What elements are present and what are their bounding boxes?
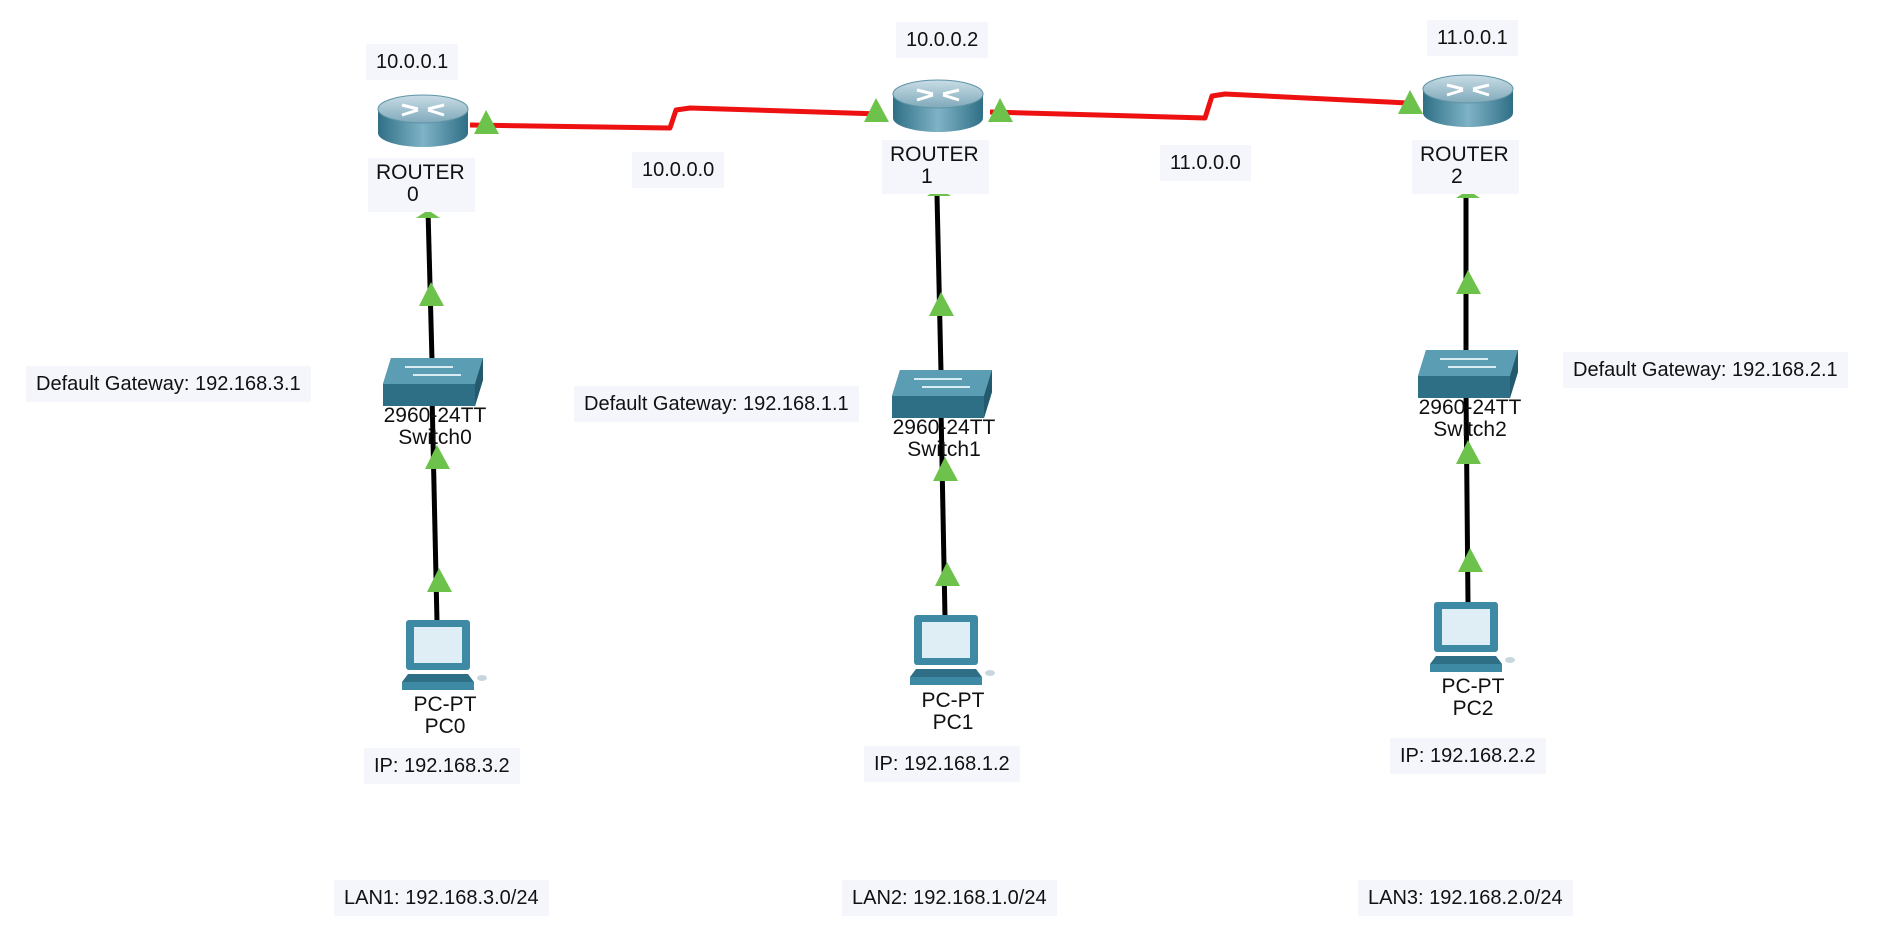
lan2-gateway-note: Default Gateway: 192.168.1.1: [574, 386, 859, 422]
router-1-icon[interactable]: [892, 79, 984, 132]
switch-2-name: Switch2: [1433, 418, 1507, 441]
router-1-label: ROUTER 1: [882, 140, 989, 194]
port-up-icon: [416, 210, 440, 218]
router-0-icon[interactable]: [377, 94, 469, 147]
router-2-address-note: 11.0.0.1: [1427, 20, 1518, 56]
router-0-model: ROUTER: [376, 161, 465, 184]
serial-link-router1-router2[interactable]: [989, 91, 1409, 121]
serial-network-0-note: 10.0.0.0: [632, 152, 725, 188]
serial-link-router0-router1[interactable]: [469, 105, 881, 131]
port-up-icon: [1456, 270, 1481, 294]
switch-1-label: 2960-24TT Switch1: [884, 417, 1004, 461]
port-up-icon: [425, 445, 450, 469]
pc-2-icon[interactable]: [1430, 602, 1515, 672]
pc-2-label: PC-PT PC2: [1428, 676, 1518, 720]
port-up-icon: [864, 98, 889, 122]
pc-0-model: PC-PT: [413, 693, 477, 716]
lan3-gateway-note: Default Gateway: 192.168.2.1: [1563, 352, 1848, 388]
router-2-name: 2: [1451, 165, 1463, 188]
router-1-model: ROUTER: [890, 143, 979, 166]
switch-0-label: 2960-24TT Switch0: [375, 405, 495, 449]
port-up-icon: [1456, 440, 1481, 464]
switch-2-icon[interactable]: [1418, 350, 1518, 398]
router-1-address-note: 10.0.0.2: [896, 22, 989, 58]
port-up-icon: [474, 110, 499, 134]
pc-2-ip-note: IP: 192.168.2.2: [1390, 738, 1546, 774]
lan1-note: LAN1: 192.168.3.0/24: [334, 880, 549, 916]
switch-0-model: 2960-24TT: [383, 404, 487, 427]
router-0-address-note: 10.0.0.1: [366, 44, 459, 80]
switch-1-name: Switch1: [907, 438, 981, 461]
router-1-name: 1: [921, 165, 933, 188]
lan3-note: LAN3: 192.168.2.0/24: [1358, 880, 1573, 916]
switch-2-model: 2960-24TT: [1418, 396, 1522, 419]
port-up-icon: [1398, 90, 1423, 114]
pc-1-icon[interactable]: [910, 615, 995, 685]
router-0-label: ROUTER 0: [368, 158, 475, 212]
pc-1-ip-note: IP: 192.168.1.2: [864, 746, 1020, 782]
switch-0-icon[interactable]: [383, 358, 483, 406]
router-0-name: 0: [407, 183, 419, 206]
router-2-model: ROUTER: [1420, 143, 1509, 166]
pc-1-label: PC-PT PC1: [908, 690, 998, 734]
router-2-label: ROUTER 2: [1412, 140, 1519, 194]
port-up-icon: [1456, 190, 1480, 198]
pc-2-model: PC-PT: [1441, 675, 1505, 698]
port-up-icon: [988, 98, 1013, 122]
pc-2-name: PC2: [1452, 697, 1494, 720]
lan2-note: LAN2: 192.168.1.0/24: [842, 880, 1057, 916]
pc-0-ip-note: IP: 192.168.3.2: [364, 748, 520, 784]
switch-1-model: 2960-24TT: [892, 416, 996, 439]
pc-0-name: PC0: [424, 715, 466, 738]
ethernet-link-router1-switch1[interactable]: [934, 194, 944, 373]
pc-0-label: PC-PT PC0: [400, 694, 490, 738]
port-up-icon: [933, 457, 958, 481]
pc-1-model: PC-PT: [921, 689, 985, 712]
switch-2-label: 2960-24TT Switch2: [1410, 397, 1530, 441]
port-up-icon: [929, 292, 954, 316]
lan1-gateway-note: Default Gateway: 192.168.3.1: [26, 366, 311, 402]
port-up-icon: [935, 562, 960, 586]
switch-1-icon[interactable]: [892, 370, 992, 418]
port-up-icon: [419, 282, 444, 306]
port-up-icon: [1458, 548, 1483, 572]
serial-network-1-note: 11.0.0.0: [1160, 145, 1251, 181]
router-2-icon[interactable]: [1422, 74, 1514, 127]
switch-0-name: Switch0: [398, 426, 472, 449]
port-up-icon: [427, 568, 452, 592]
pc-0-icon[interactable]: [402, 620, 487, 690]
pc-1-name: PC1: [932, 711, 974, 734]
